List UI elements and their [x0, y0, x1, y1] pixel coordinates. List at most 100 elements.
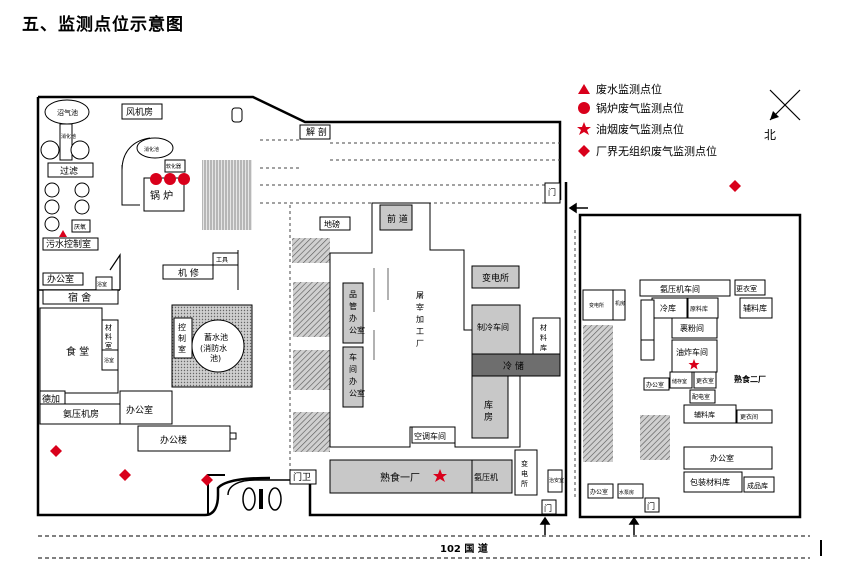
ammonia-workshop-label: 氨压机车间 — [660, 284, 700, 294]
legend-triangle-icon — [578, 84, 590, 94]
gate-guard — [289, 469, 317, 485]
office-b1-label: 办公室 — [646, 381, 664, 389]
fan-room-label: 风机房 — [126, 106, 153, 118]
filter-label: 过滤 — [60, 165, 78, 177]
boundary-marker-4-icon — [729, 180, 741, 192]
south-gate-1 — [541, 499, 557, 515]
ac-workshop-label: 空调车间 — [414, 431, 446, 441]
fire-pool-label-3: 池) — [210, 353, 221, 363]
substation2-label-1: 变 — [521, 459, 528, 468]
substation-1 — [471, 265, 520, 289]
legend-wastewater: 废水监测点位 — [596, 82, 662, 96]
packaging-b-label: 裹粉间 — [680, 323, 704, 333]
change-room-1-label: 更衣室 — [736, 284, 757, 293]
raw-b-label: 原料库 — [690, 305, 708, 313]
softener-label: 软化器 — [166, 163, 181, 170]
dormitory — [42, 289, 119, 305]
cold-room-b-label: 冷库 — [660, 303, 676, 313]
storage-room — [471, 375, 509, 439]
storage-b-label: 储存室 — [672, 378, 687, 385]
aux-warehouse-b-label: 辅料库 — [743, 303, 767, 313]
pool-2 — [70, 140, 90, 160]
dormitory-label: 宿 舍 — [68, 291, 91, 304]
cold-storage-label: 冷 储 — [503, 360, 524, 372]
materials1-label-3: 室 — [105, 341, 112, 350]
ammonia-workshop — [639, 279, 731, 297]
slaughter-label-1: 屠 — [416, 291, 424, 300]
oilfume-marker-2-icon — [688, 359, 700, 370]
quality-office-label-1: 品 — [349, 290, 357, 299]
machine-repair-label: 机 修 — [178, 267, 199, 279]
packaging-warehouse — [683, 471, 743, 493]
workshop-office-label-1: 车 — [349, 352, 357, 362]
ammonia-room-1-label: 氨压机房 — [63, 408, 99, 420]
ac-workshop — [411, 426, 456, 444]
office-b3-label: 办公室 — [590, 488, 608, 496]
office-b2-label: 办公室 — [710, 453, 734, 463]
east-gate-1 — [544, 182, 561, 204]
south-gate-1-label: 门 — [544, 503, 552, 513]
south-gate-2-label: 门 — [647, 501, 655, 511]
substation3-label: 变电所 — [589, 302, 604, 309]
office-left — [119, 390, 173, 425]
anaerobic-label: 厌氧 — [74, 223, 86, 231]
cold-storage — [471, 353, 561, 377]
boiler-house — [143, 177, 185, 212]
security-label: 治安室 — [549, 477, 564, 484]
aux-b2-label: 辅料库 — [694, 410, 715, 419]
page-title: 五、监测点位示意图 — [22, 15, 184, 35]
substation2-label-3: 所 — [521, 479, 528, 488]
oil-workshop-label: 油炸车间 — [676, 347, 708, 357]
coal-yard — [202, 160, 252, 230]
fire-pool — [191, 319, 245, 373]
dissection-label: 解 剖 — [306, 126, 327, 138]
digester-label: 消化池 — [61, 133, 76, 140]
biogas-label: 沼气池 — [57, 108, 78, 117]
materials1-label: 材 — [105, 323, 112, 332]
ammonia-compressor — [471, 459, 513, 494]
distribution-label: 配电室 — [692, 393, 710, 401]
wastewater-control-label: 污水控制室 — [46, 238, 91, 250]
bath-label: 浴室 — [97, 281, 107, 288]
weighbridge-label: 地磅 — [324, 219, 340, 229]
packaging-warehouse-label: 包装材料库 — [690, 477, 730, 487]
boundary-marker-3-icon — [201, 474, 213, 486]
east-site-boundary — [578, 213, 802, 519]
hatched-block-3 — [293, 350, 330, 390]
finished-goods-label: 成品库 — [747, 481, 768, 490]
materials-2 — [532, 317, 561, 356]
office-left-label: 办公室 — [126, 404, 153, 416]
slaughter-label-4: 工 — [416, 327, 424, 336]
ammonia-compressor-label: 氨压机 — [474, 472, 498, 482]
entry-arrows — [539, 202, 640, 535]
slaughter-label-5: 厂 — [416, 339, 424, 348]
control-room-label-2: 制 — [178, 333, 186, 343]
substation-2 — [514, 449, 538, 496]
legend-star-icon — [577, 122, 591, 135]
east-gate-1-label: 门 — [548, 187, 556, 197]
workshop-office — [342, 346, 364, 408]
cooked-food-plant-1 — [329, 459, 473, 494]
hatched-block-1 — [292, 238, 330, 263]
workshop-office-label-2: 间 — [349, 365, 357, 374]
compass-label: 北 — [764, 128, 776, 142]
digester-column — [59, 123, 73, 161]
substation-1-label: 变电所 — [482, 272, 509, 284]
digester2-label: 消化池 — [144, 146, 159, 153]
east-hatched-block-2 — [640, 415, 670, 460]
legend-diamond-icon — [578, 145, 590, 157]
legend-boiler: 锅炉废气监测点位 — [596, 101, 684, 115]
front-section-label: 前 道 — [387, 213, 408, 225]
fire-pool-label-2: (消防水 — [200, 343, 227, 353]
office-building-label: 办公楼 — [160, 434, 187, 446]
boundary-marker-2-icon — [119, 469, 131, 481]
deja-label: 德加 — [42, 393, 60, 405]
office-b2 — [683, 446, 773, 470]
control-room-label-3: 室 — [178, 344, 186, 354]
bath2-label: 浴室 — [104, 357, 114, 364]
national-road: 102 国 道 — [38, 535, 810, 559]
change3-label: 更衣间 — [740, 413, 758, 421]
materials2-label-2: 料 — [540, 333, 547, 342]
legend: 废水监测点位 锅炉废气监测点位 油烟废气监测点位 厂界无组织废气监测点位 — [577, 82, 717, 158]
boiler-marker-1-icon — [150, 173, 162, 185]
